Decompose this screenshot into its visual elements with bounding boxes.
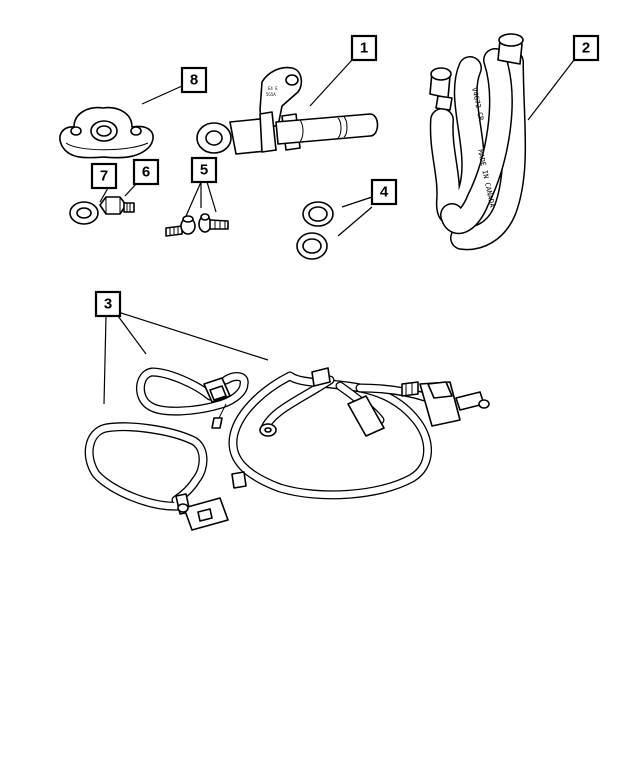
part-3-wiring-harnesses: [84, 367, 490, 531]
callout-7-label: 7: [100, 168, 108, 185]
callout-5: 5: [190, 156, 218, 184]
part-6-fitting-plug: [99, 196, 135, 215]
callout-2-label: 2: [582, 40, 590, 57]
callout-8-label: 8: [190, 72, 198, 89]
callout-1-label: 1: [360, 40, 368, 57]
part-4-washers: [296, 201, 334, 260]
part-1-tube-bracket: E4 E 5G5A: [196, 66, 379, 155]
callout-3: 3: [94, 290, 122, 318]
callout-4-label: 4: [380, 184, 389, 201]
callout-4: 4: [370, 178, 398, 206]
callout-5-label: 5: [200, 162, 208, 179]
leader-lines: [99, 59, 575, 405]
callout-7: 7: [90, 162, 118, 190]
callout-6: 6: [132, 158, 160, 186]
svg-text:5G5A: 5G5A: [266, 92, 276, 97]
callout-1: 1: [350, 34, 378, 62]
part-5-bolts: [165, 213, 229, 237]
callout-3-label: 3: [104, 296, 112, 313]
part-2-hose-assembly: MADE IN CANADA V4672 CR: [429, 33, 527, 251]
part-7-washer: [69, 201, 99, 225]
part-8-flange-plate: [59, 106, 154, 159]
callout-8: 8: [180, 66, 208, 94]
callout-2: 2: [572, 34, 600, 62]
callout-6-label: 6: [142, 164, 150, 181]
svg-text:E4 E: E4 E: [268, 86, 278, 91]
